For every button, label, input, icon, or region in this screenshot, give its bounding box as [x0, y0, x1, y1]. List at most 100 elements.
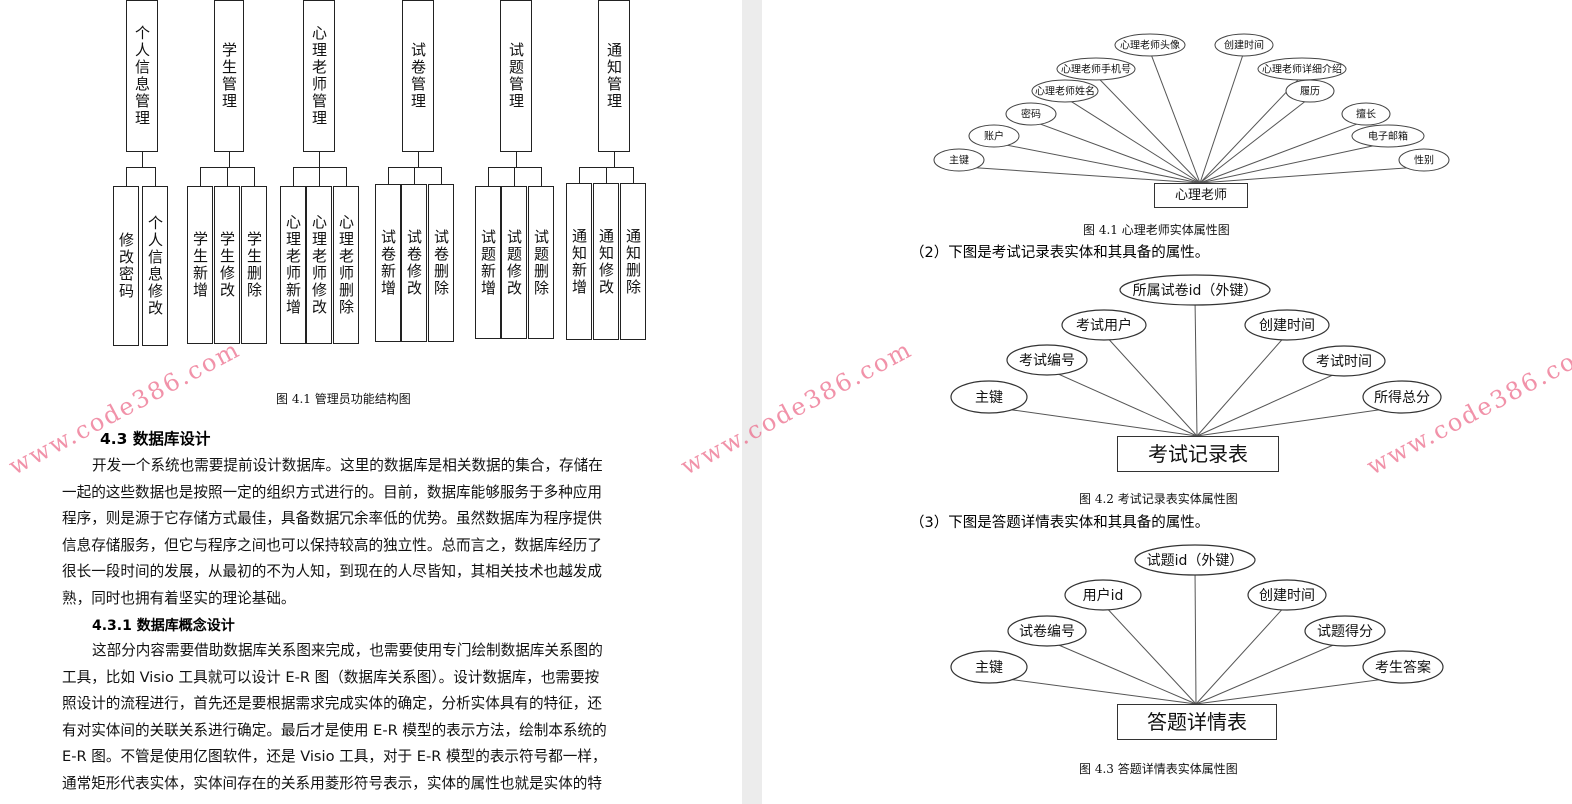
- function-box: 个人信息修改: [142, 186, 168, 346]
- function-box: 试题修改: [501, 186, 527, 339]
- attribute-label: 心理老师头像: [1120, 39, 1180, 52]
- function-box-label: 个人信息修改: [146, 215, 164, 317]
- left-document-page: 个人信息管理修改密码个人信息修改 学生管理学生新增学生修改学生删除 心理老师管理心理…: [0, 0, 742, 804]
- connector-line: [488, 167, 542, 168]
- connector-line: [633, 167, 634, 183]
- paragraph-line: 程序，则是源于它存储方式最佳，具备数据冗余率低的优势。虽然数据库为程序提供: [62, 510, 602, 527]
- function-box-label: 通知修改: [597, 227, 615, 296]
- attribute-ellipse: 考试用户: [1061, 309, 1147, 341]
- attribute-ellipse: 擅长: [1341, 102, 1391, 126]
- relation-line: [1030, 120, 1201, 184]
- attribute-ellipse: 试卷编号: [1007, 615, 1087, 647]
- attribute-label: 主键: [975, 660, 1003, 676]
- attribute-label: 性别: [1414, 154, 1434, 167]
- attribute-label: 主键: [975, 390, 1003, 406]
- connector-line: [227, 167, 228, 186]
- attribute-ellipse: 所得总分: [1362, 380, 1442, 414]
- module-box-label: 学生管理: [220, 42, 238, 110]
- connector-line: [541, 167, 542, 186]
- connector-line: [516, 152, 517, 167]
- connector-line: [200, 167, 201, 186]
- paragraph-line: 通常矩形代表实体，实体间存在的关系用菱形符号表示，实体的属性也就是实体的特: [62, 774, 602, 792]
- function-box: 通知修改: [593, 183, 619, 340]
- entity-answer-detail: 答题详情表: [1117, 704, 1277, 740]
- attribute-label: 电子邮箱: [1368, 130, 1408, 143]
- function-box: 通知删除: [620, 183, 646, 340]
- relation-line: [988, 406, 1198, 437]
- relation-line: [1064, 97, 1201, 184]
- connector-line: [293, 167, 347, 168]
- entity-psychology-teacher: 心理老师: [1154, 183, 1248, 208]
- module-box: 试题管理: [500, 0, 532, 152]
- function-box-label: 通知删除: [624, 227, 642, 296]
- connector-line: [606, 167, 607, 183]
- connector-line: [293, 167, 294, 186]
- attribute-ellipse: 心理老师手机号: [1056, 57, 1136, 81]
- function-box: 试卷修改: [401, 184, 427, 342]
- paragraph-line: 这部分内容需要借助数据库关系图来完成，也需要使用专门绘制数据库关系图的: [92, 642, 603, 659]
- module-box-label: 试题管理: [507, 42, 525, 110]
- relation-line: [1046, 368, 1198, 437]
- function-box-label: 学生修改: [218, 231, 236, 299]
- er-diagram-psychology-teacher: 主键账户密码心理老师姓名心理老师手机号心理老师头像创建时间心理老师详细介绍履历擅…: [933, 33, 1450, 184]
- function-box: 修改密码: [113, 186, 139, 346]
- subsection-heading: 4.3.1 数据库概念设计: [92, 618, 235, 634]
- entity-exam-record: 考试记录表: [1117, 436, 1279, 472]
- function-box: 学生新增: [187, 186, 213, 344]
- paragraph-line: E-R 图。不管是使用亿图软件，还是 Visio 工具，对于 E-R 模型的表示…: [62, 748, 607, 765]
- attribute-label: 履历: [1300, 86, 1320, 98]
- attribute-label: 账户: [984, 130, 1004, 143]
- function-box-label: 学生删除: [245, 231, 263, 299]
- attribute-label: 主键: [949, 154, 969, 167]
- relation-line: [1102, 603, 1197, 705]
- attribute-label: 考试用户: [1076, 317, 1132, 334]
- function-box-label: 试题新增: [479, 228, 497, 297]
- attribute-ellipse: 创建时间: [1244, 309, 1330, 341]
- connector-line: [254, 167, 255, 186]
- function-box-label: 学生新增: [191, 231, 209, 299]
- paragraph-line: 工具，比如 Visio 工具就可以设计 E-R 图（数据库关系图）。设计数据库，…: [62, 668, 600, 686]
- attribute-label: 考试编号: [1019, 353, 1075, 369]
- connector-line: [441, 167, 442, 184]
- paragraph-line: 一起的这些数据也是按照一定的组织方式进行的。目前，数据库能够服务于多种应用: [62, 483, 602, 501]
- attribute-label: 考生答案: [1375, 659, 1431, 676]
- function-box: 通知新增: [566, 183, 592, 340]
- module-box-label: 个人信息管理: [133, 25, 151, 127]
- relation-line: [1149, 51, 1201, 184]
- connector-line: [614, 152, 615, 167]
- relation-line: [993, 142, 1201, 184]
- module-box-label: 心理老师管理: [310, 25, 328, 127]
- attribute-label: 创建时间: [1224, 39, 1264, 52]
- function-box-label: 试题删除: [532, 228, 550, 297]
- attribute-ellipse: 所属试卷id（外键）: [1119, 274, 1271, 306]
- attribute-label: 试卷编号: [1019, 624, 1075, 640]
- connector-line: [414, 167, 415, 184]
- paragraph-line: 照设计的流程进行，首先还是要根据需求完成实体的确定，分析实体具有的特征，还: [62, 695, 602, 712]
- attribute-ellipse: 用户id: [1064, 579, 1142, 611]
- attribute-ellipse: 心理老师头像: [1114, 33, 1186, 57]
- relation-line: [1194, 298, 1198, 437]
- relation-line: [1196, 369, 1345, 437]
- function-box: 试卷删除: [428, 184, 454, 342]
- relation-line: [958, 166, 1201, 184]
- function-box: 心理老师修改: [306, 186, 332, 344]
- module-box-label: 试卷管理: [409, 42, 427, 110]
- module-box: 心理老师管理: [303, 0, 335, 152]
- connector-line: [346, 167, 347, 186]
- module-box: 个人信息管理: [126, 0, 158, 152]
- connector-line: [579, 167, 580, 183]
- section-heading: 4.3 数据库设计: [100, 430, 211, 448]
- relation-line: [1199, 166, 1425, 184]
- attribute-ellipse: 考生答案: [1362, 650, 1444, 684]
- attribute-ellipse: 考试编号: [1006, 344, 1088, 376]
- relation-line: [1199, 51, 1245, 184]
- function-box: 试题删除: [528, 186, 554, 339]
- attribute-ellipse: 心理老师姓名: [1031, 79, 1099, 103]
- relation-line: [1194, 568, 1197, 705]
- intro-answer-detail: （3）下图是答题详情表实体和其具备的属性。: [910, 515, 1210, 531]
- function-box-label: 试卷修改: [405, 229, 423, 297]
- relation-line: [1046, 639, 1197, 705]
- module-box-label: 通知管理: [605, 42, 623, 110]
